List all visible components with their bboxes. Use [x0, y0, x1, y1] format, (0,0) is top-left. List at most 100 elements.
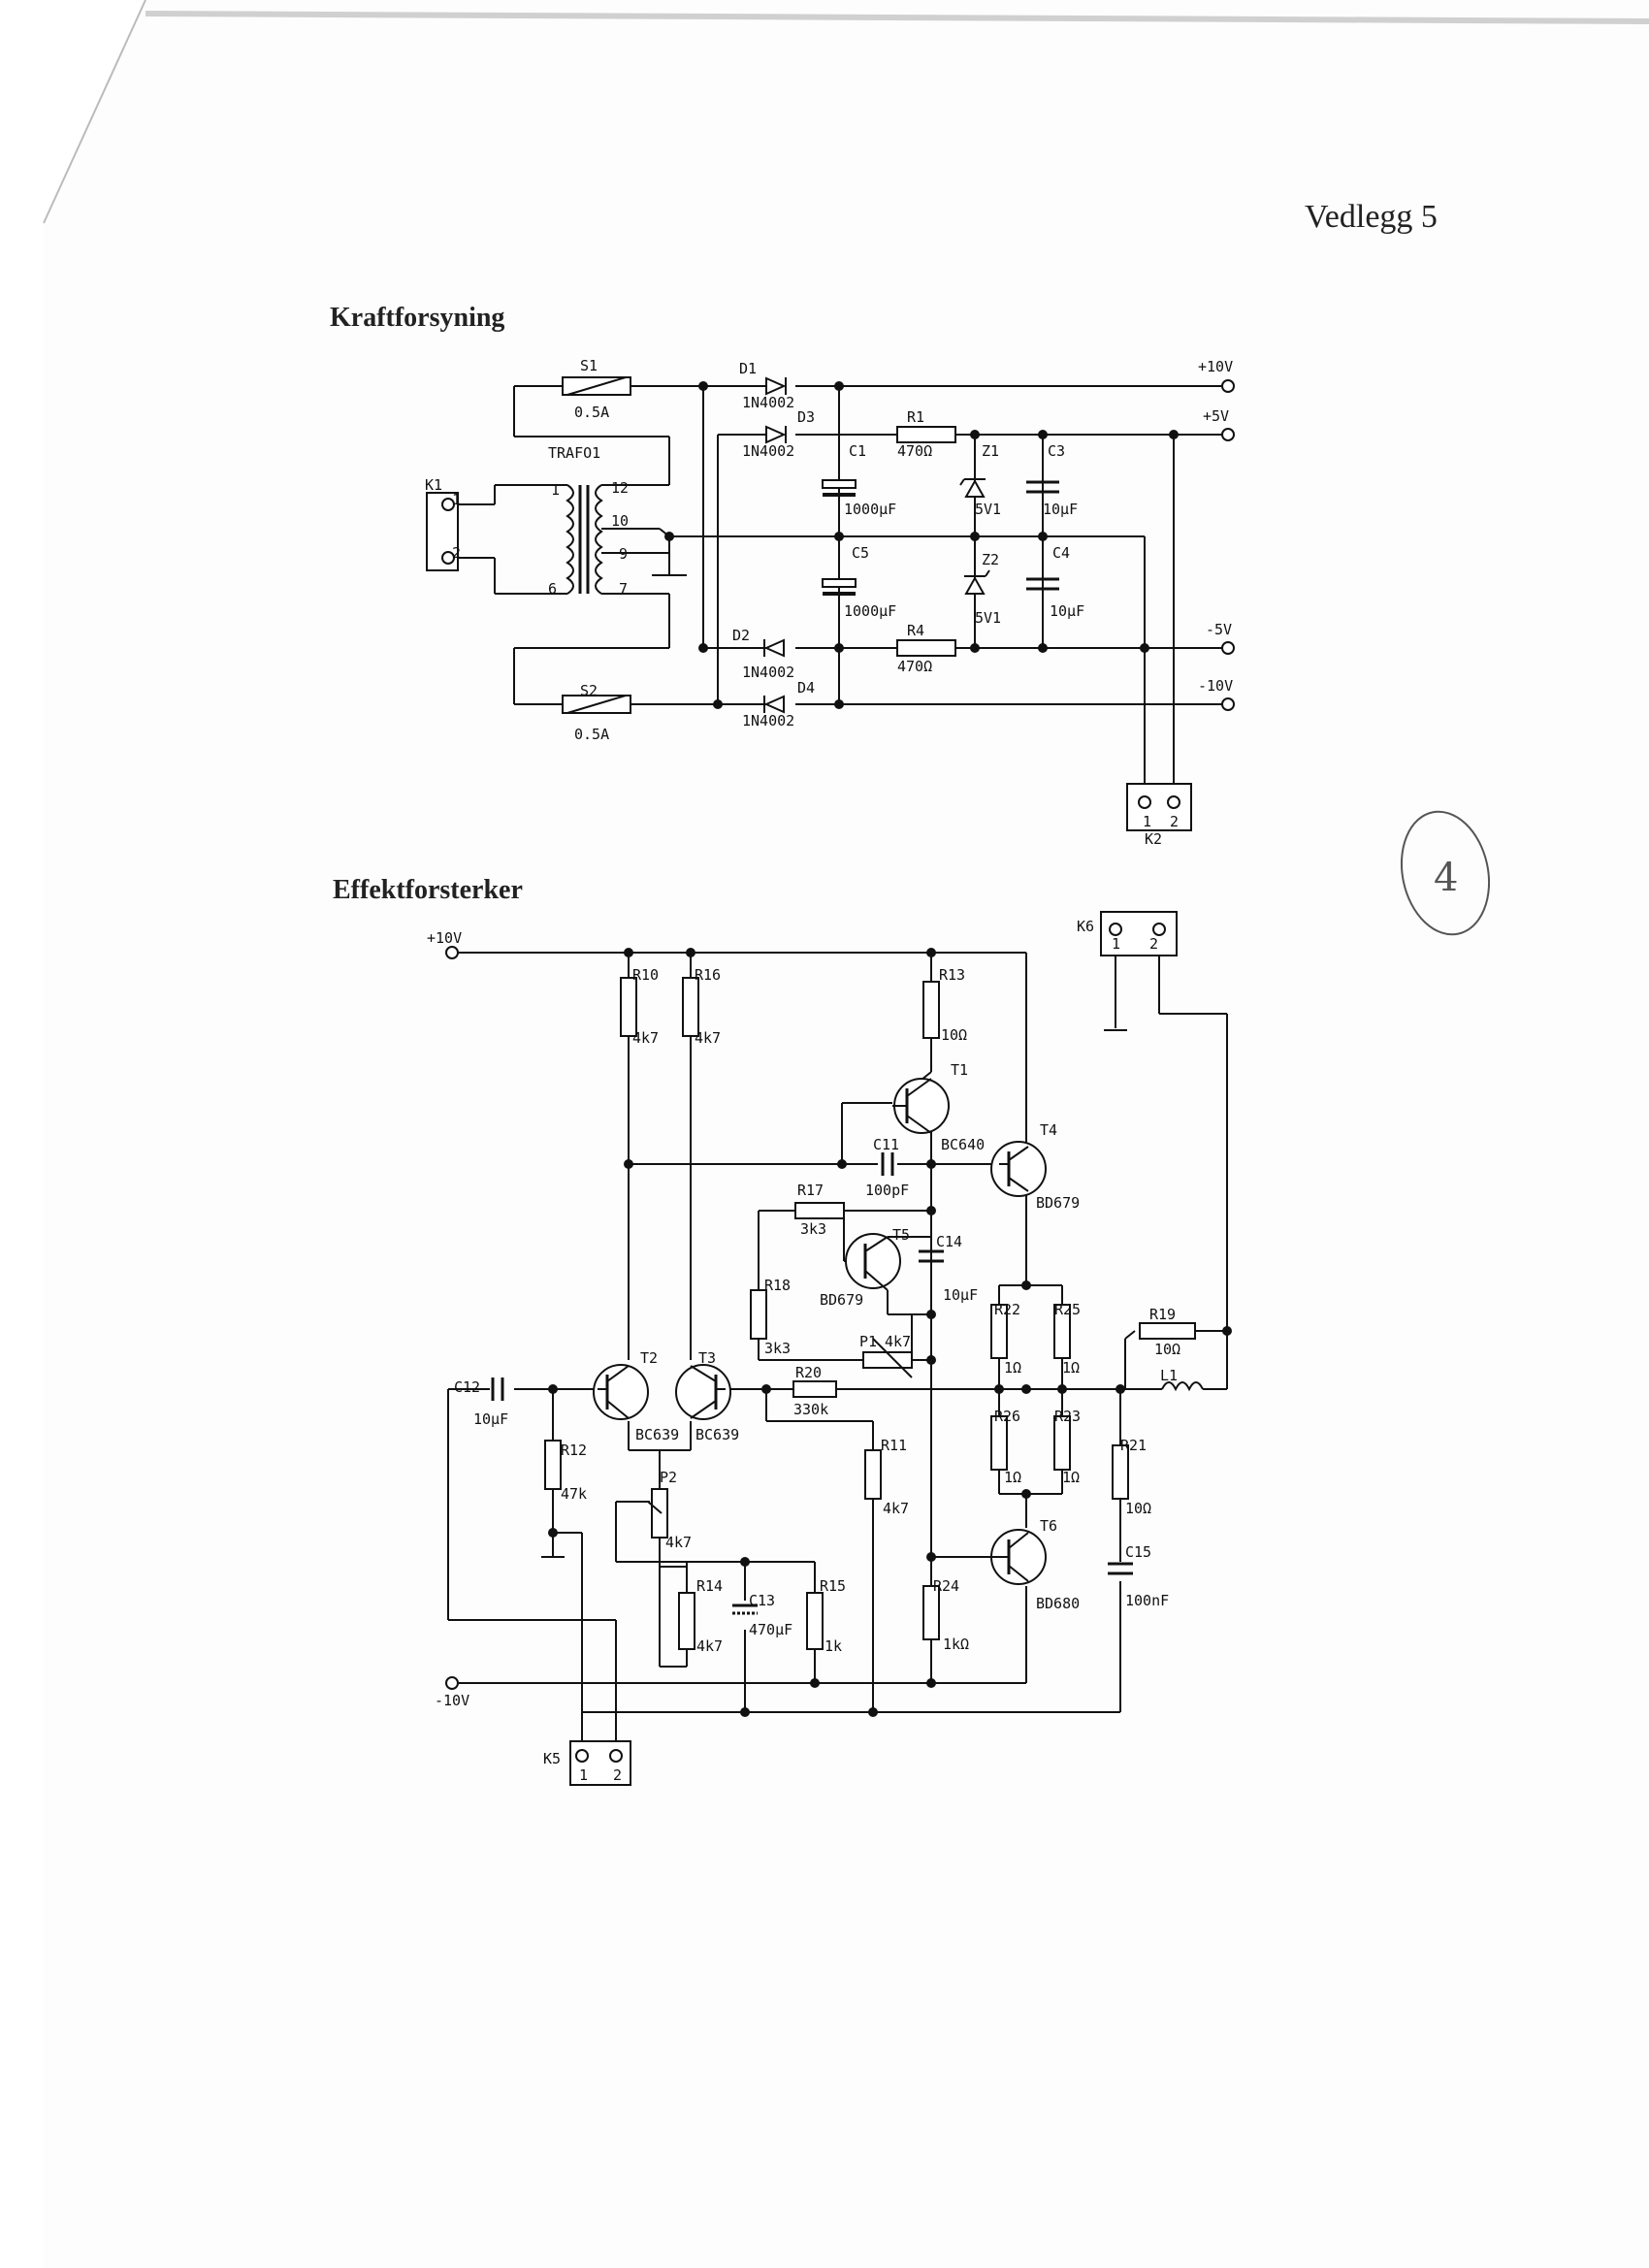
label-z1: Z1 — [982, 442, 999, 460]
resistor-r4 — [896, 639, 956, 657]
label-k2-pin2: 2 — [1170, 813, 1179, 830]
label-r14-value: 4k7 — [696, 1637, 723, 1655]
label-r21-value: 10Ω — [1125, 1500, 1151, 1517]
label-r4-value: 470Ω — [897, 658, 932, 675]
label-r15: R15 — [820, 1577, 846, 1595]
label-t3-type: BC639 — [695, 1426, 739, 1443]
label-r20: R20 — [795, 1364, 822, 1381]
label-d4: D4 — [797, 679, 815, 697]
amplifier-wiring — [447, 946, 1228, 1746]
label-c3: C3 — [1048, 442, 1065, 460]
label-r1: R1 — [907, 408, 924, 426]
label-r14: R14 — [696, 1577, 723, 1595]
label-r24: R24 — [933, 1577, 959, 1595]
power-junctions — [664, 381, 1179, 709]
label-c12-value: 10µF — [473, 1410, 508, 1428]
label-k6: K6 — [1077, 918, 1094, 935]
connector-k2 — [1126, 783, 1192, 831]
label-c4-value: 10µF — [1050, 602, 1084, 620]
label-r16: R16 — [695, 966, 721, 984]
label-k5-pin2: 2 — [613, 1766, 622, 1784]
resistor-r16 — [682, 977, 699, 1037]
diode-d4 — [763, 695, 785, 714]
label-s1: S1 — [580, 357, 598, 374]
label-c15-value: 100nF — [1125, 1592, 1169, 1609]
label-pin-9: 9 — [619, 545, 628, 563]
label-pin-7: 7 — [619, 580, 628, 598]
label-t4: T4 — [1040, 1121, 1057, 1139]
label-d3-value: 1N4002 — [742, 442, 794, 460]
label-p2-value: 4k7 — [665, 1534, 692, 1551]
resistor-r14 — [678, 1592, 695, 1650]
zener-z2 — [964, 569, 990, 595]
connector-k5 — [569, 1740, 631, 1786]
page-label: Vedlegg 5 — [1305, 199, 1438, 235]
transistor-t6 — [989, 1529, 1047, 1585]
transistor-t1 — [892, 1078, 950, 1134]
label-r4: R4 — [907, 622, 924, 639]
amplifier-terminals — [445, 946, 459, 1690]
label-t3: T3 — [698, 1349, 716, 1367]
label-c13-value: 470µF — [749, 1621, 792, 1638]
label-pin-10: 10 — [611, 512, 629, 530]
potentiometer-p1 — [862, 1338, 913, 1378]
label-r11: R11 — [881, 1437, 907, 1454]
label-r12: R12 — [561, 1442, 587, 1459]
label-pin-12: 12 — [611, 479, 629, 497]
capacitor-c14 — [919, 1249, 944, 1263]
label-r19: R19 — [1149, 1306, 1176, 1323]
label-d1-value: 1N4002 — [742, 394, 794, 411]
label-t5-type: BD679 — [820, 1291, 863, 1309]
resistor-r12 — [544, 1440, 562, 1490]
zener-z1 — [959, 478, 986, 498]
label-pin-1: 1 — [551, 481, 560, 499]
label-k5-pin1: 1 — [579, 1766, 588, 1784]
capacitor-c15 — [1108, 1562, 1133, 1575]
transformer-trafo1 — [566, 484, 603, 595]
connector-k6 — [1100, 911, 1178, 956]
label-r22: R22 — [994, 1301, 1020, 1318]
label-c5: C5 — [852, 544, 869, 562]
transistor-t3 — [675, 1364, 731, 1420]
transistor-t4 — [990, 1141, 1047, 1197]
connector-k1 — [426, 492, 459, 571]
resistor-r26 — [990, 1415, 1008, 1471]
fuse-s1 — [562, 376, 631, 396]
resistor-r21 — [1112, 1444, 1129, 1500]
label-r25: R25 — [1054, 1301, 1081, 1318]
label-r18: R18 — [764, 1277, 791, 1294]
transistor-t5 — [845, 1233, 901, 1291]
handwritten-circle — [1400, 810, 1491, 936]
label-p2: P2 — [660, 1469, 677, 1486]
handwritten-mark: 4 — [1434, 856, 1458, 900]
resistor-r19 — [1139, 1322, 1196, 1340]
label-k6-pin1: 1 — [1112, 935, 1120, 953]
label-c12: C12 — [454, 1378, 480, 1396]
label-r21: R21 — [1120, 1437, 1147, 1454]
label-t6: T6 — [1040, 1517, 1057, 1535]
label-out-plus10: +10V — [1198, 358, 1233, 375]
diode-d3 — [765, 425, 787, 444]
label-l1: L1 — [1160, 1367, 1178, 1384]
label-z2: Z2 — [982, 551, 999, 568]
diode-d2 — [763, 638, 785, 658]
section-title-power-supply: Kraftforsyning — [330, 303, 505, 333]
label-r13: R13 — [939, 966, 965, 984]
label-c15: C15 — [1125, 1543, 1151, 1561]
label-r18-value: 3k3 — [764, 1340, 791, 1357]
label-p1: P1 — [859, 1333, 877, 1350]
capacitor-c5 — [822, 578, 857, 596]
label-r1-value: 470Ω — [897, 442, 932, 460]
potentiometer-p2 — [647, 1488, 668, 1539]
label-r13-value: 10Ω — [941, 1026, 967, 1044]
label-k1: K1 — [425, 476, 442, 494]
label-k5: K5 — [543, 1750, 561, 1767]
label-z2-value: 5V1 — [975, 609, 1001, 627]
label-c5-value: 1000µF — [844, 602, 896, 620]
label-out-plus5: +5V — [1203, 407, 1229, 425]
label-c4: C4 — [1052, 544, 1070, 562]
label-r12-value: 47k — [561, 1485, 587, 1503]
capacitor-c4 — [1026, 577, 1059, 591]
